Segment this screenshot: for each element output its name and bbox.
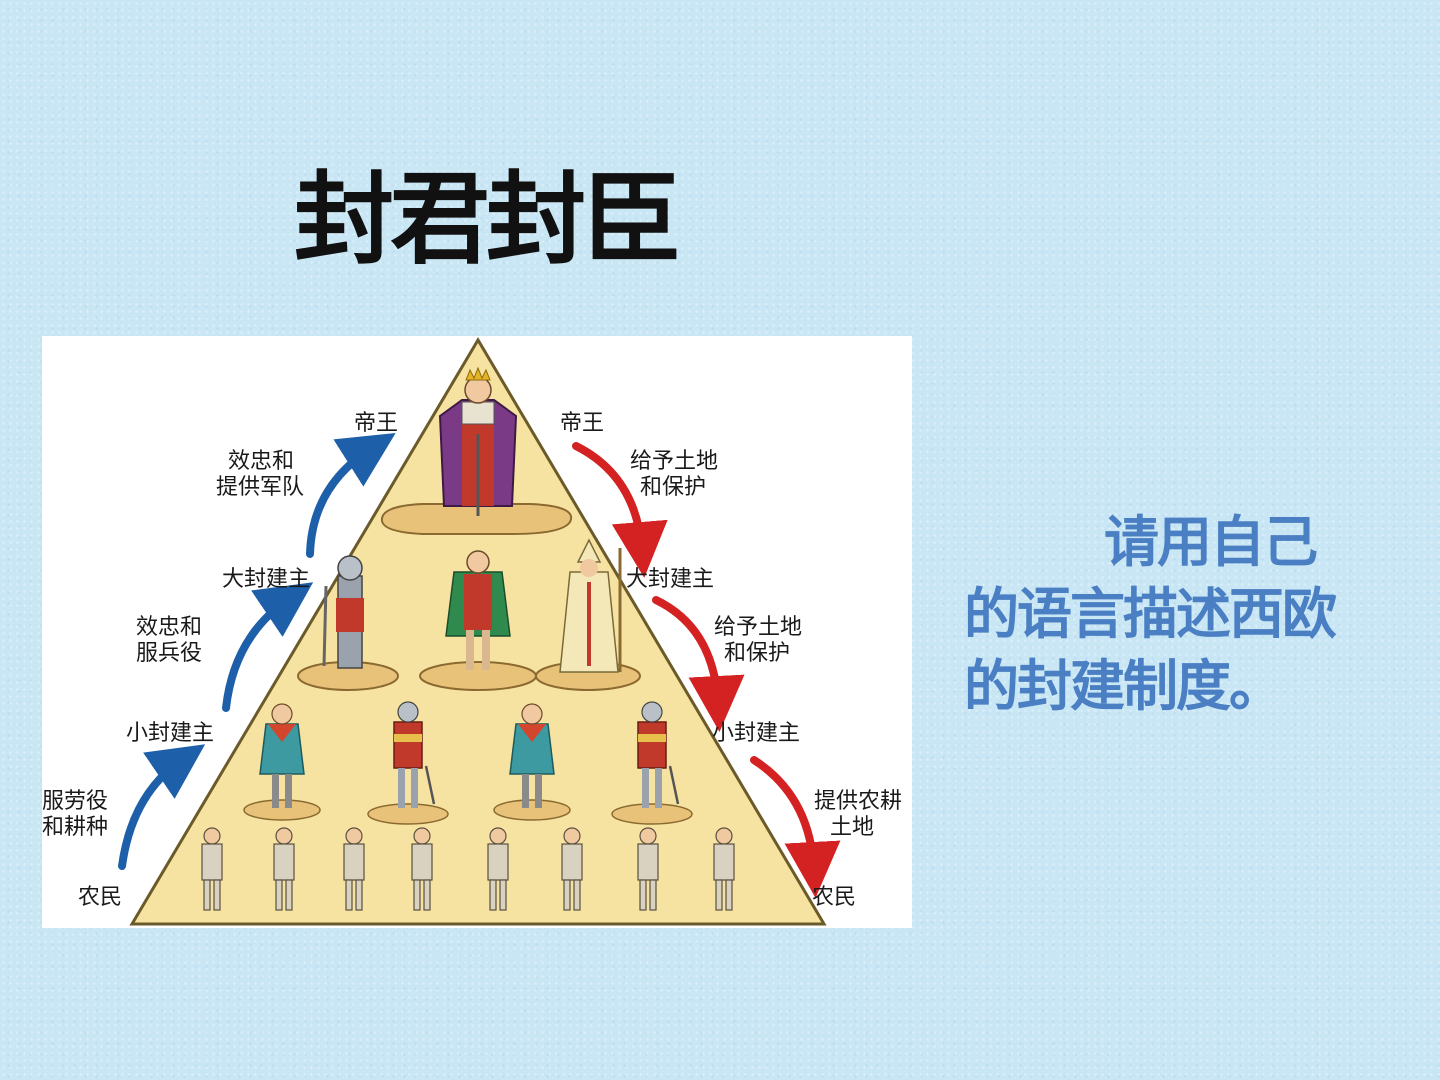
left-label-loyalty-troops-2: 提供军队: [216, 475, 304, 500]
great-lord-noble-figure: [419, 550, 537, 691]
feudal-pyramid-diagram: 帝王 效忠和 提供军队 大封建主 效忠和 服兵役 小封建主 服劳役 和耕种 农民…: [42, 336, 912, 928]
down-arrow-bottom: [750, 756, 841, 898]
left-label-peasant: 农民: [78, 885, 122, 910]
right-label-farm-1: 提供农耕: [814, 789, 902, 814]
left-label-labor-2: 和耕种: [42, 815, 108, 840]
peasant-figure: [637, 827, 659, 911]
left-label-loyalty-service-2: 服兵役: [136, 641, 202, 666]
right-label-peasant: 农民: [812, 885, 856, 910]
left-label-lesser-lord: 小封建主: [126, 721, 214, 746]
down-arrow-top: [572, 442, 668, 578]
peasant-figure: [713, 827, 735, 911]
right-label-lesser-lord: 小封建主: [712, 721, 800, 746]
right-label-farm-2: 土地: [830, 815, 874, 840]
left-label-loyalty-troops-1: 效忠和: [228, 449, 294, 474]
great-lord-knight-figure: [297, 555, 399, 691]
left-label-emperor: 帝王: [354, 411, 398, 436]
left-label-great-lord: 大封建主: [222, 567, 310, 592]
right-label-grant2-1: 给予土地: [714, 615, 802, 640]
lesser-lord-figure-2: [367, 701, 449, 825]
lesser-lord-figure-4: [611, 701, 693, 825]
peasant-figure: [273, 827, 295, 911]
peasant-figure: [487, 827, 509, 911]
right-label-emperor: 帝王: [560, 411, 604, 436]
lesser-lord-figure-1: [243, 703, 321, 821]
left-label-labor-1: 服劳役: [42, 789, 108, 814]
peasant-figure: [343, 827, 365, 911]
slide-title: 封君封臣: [294, 161, 682, 278]
left-label-loyalty-service-1: 效忠和: [136, 615, 202, 640]
right-label-great-lord: 大封建主: [626, 567, 714, 592]
right-label-grant1-1: 给予土地: [630, 449, 718, 474]
right-label-grant1-2: 和保护: [640, 475, 706, 500]
lesser-lord-figure-3: [493, 703, 571, 821]
peasant-row: [201, 827, 735, 911]
peasant-figure: [411, 827, 433, 911]
up-arrow-bottom: [118, 744, 206, 870]
king-figure: [380, 366, 573, 535]
up-arrow-middle: [222, 582, 314, 712]
great-lord-bishop-figure: [535, 538, 641, 691]
up-arrow-top: [306, 433, 396, 558]
discussion-prompt: 请用自己的语言描述西欧的封建制度。: [964, 510, 1337, 718]
right-label-grant2-2: 和保护: [724, 641, 790, 666]
peasant-figure: [561, 827, 583, 911]
peasant-figure: [201, 827, 223, 911]
down-arrow-middle: [652, 596, 745, 732]
pyramid-svg: 帝王 效忠和 提供军队 大封建主 效忠和 服兵役 小封建主 服劳役 和耕种 农民…: [42, 337, 902, 926]
